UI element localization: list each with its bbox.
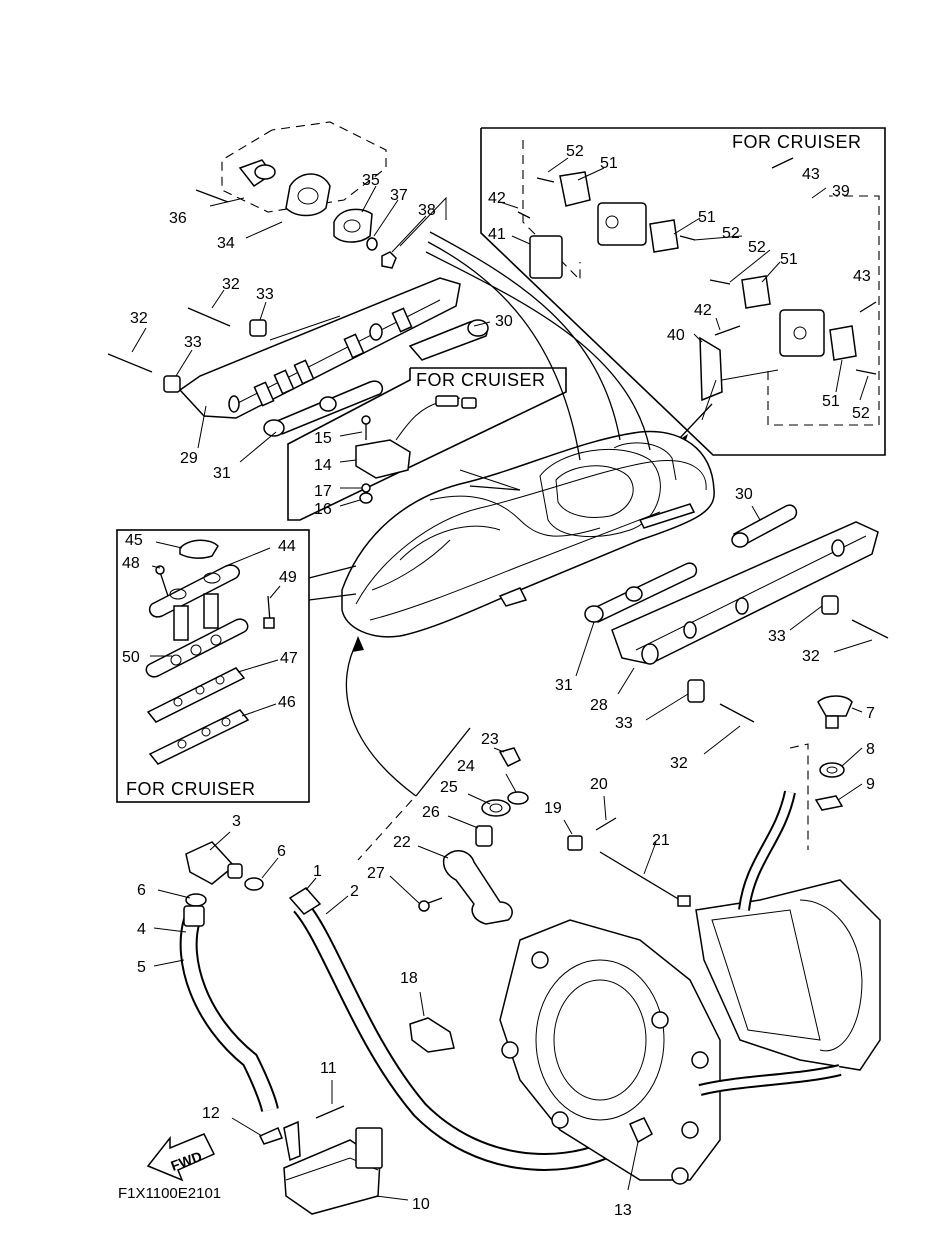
- callout: 29: [180, 450, 198, 467]
- hose-group: FWD: [146, 831, 610, 1215]
- callout: 51: [822, 393, 840, 410]
- callout: 13: [614, 1202, 632, 1219]
- callout: 37: [390, 187, 408, 204]
- callout: 10: [412, 1196, 430, 1213]
- callout: 52: [722, 225, 740, 242]
- callout-numbers: 1 2 3 4 5 6 6 7 8 9 10 11 12 13 14 15 16…: [122, 143, 875, 1219]
- callout: 12: [202, 1105, 220, 1122]
- cruiser-handle-caption: FOR CRUISER: [732, 132, 862, 152]
- cruiser-cover-group: FOR CRUISER: [287, 367, 567, 521]
- watercraft-hull: [341, 231, 715, 638]
- jet-pump-group: [499, 695, 881, 1191]
- callout: 43: [853, 268, 871, 285]
- diagram-code: F1X1100E2101: [118, 1185, 221, 1202]
- callout: 15: [314, 430, 332, 447]
- callout: 47: [280, 650, 298, 667]
- callout: 11: [320, 1060, 337, 1077]
- cruiser-cover-caption: FOR CRUISER: [416, 370, 546, 390]
- callout: 51: [780, 251, 798, 268]
- rail-cover-right-group: [575, 504, 889, 755]
- callout: 18: [400, 970, 418, 987]
- callout: 52: [852, 405, 870, 422]
- callout: 50: [122, 649, 140, 666]
- callout: 49: [279, 569, 297, 586]
- callout: 46: [278, 694, 296, 711]
- callout: 20: [590, 776, 608, 793]
- callout: 4: [137, 921, 146, 938]
- callout: 26: [422, 804, 440, 821]
- callout: 6: [277, 843, 286, 860]
- callout: 52: [748, 239, 766, 256]
- callout: 32: [130, 310, 148, 327]
- callout: 30: [495, 313, 513, 330]
- callout: 14: [314, 457, 332, 474]
- callout: 5: [137, 959, 146, 976]
- callout: 28: [590, 697, 608, 714]
- callout: 27: [367, 865, 385, 882]
- callout: 43: [802, 166, 820, 183]
- callout: 33: [184, 334, 202, 351]
- callout: 48: [122, 555, 140, 572]
- cruiser-handle-group: FOR CRUISER: [480, 127, 886, 456]
- callout: 33: [256, 286, 274, 303]
- callout: 25: [440, 779, 458, 796]
- callout: 1: [313, 863, 322, 880]
- hook-group: [389, 747, 691, 1053]
- callout: 40: [667, 327, 685, 344]
- callout: 52: [566, 143, 584, 160]
- callout: 24: [457, 758, 475, 775]
- callout: 42: [488, 190, 506, 207]
- callout: 38: [418, 202, 436, 219]
- callout: 42: [694, 302, 712, 319]
- callout: 33: [768, 628, 786, 645]
- callout: 22: [393, 834, 411, 851]
- callout: 34: [217, 235, 235, 252]
- callout: 6: [137, 882, 146, 899]
- callout: 32: [670, 755, 688, 772]
- callout: 16: [314, 501, 332, 518]
- callout: 51: [600, 155, 618, 172]
- callout: 17: [314, 483, 332, 500]
- callout: 21: [652, 832, 670, 849]
- callout: 23: [481, 731, 499, 748]
- callout: 31: [213, 465, 231, 482]
- callout: 3: [232, 813, 241, 830]
- cruiser-cleat-group: FOR CRUISER: [116, 529, 357, 803]
- callout: 41: [488, 226, 506, 243]
- callout: 51: [698, 209, 716, 226]
- callout: 8: [866, 741, 875, 758]
- callout: 31: [555, 677, 573, 694]
- callout: 2: [350, 883, 359, 900]
- callout: 44: [278, 538, 296, 555]
- callout: 36: [169, 210, 187, 227]
- callout: 30: [735, 486, 753, 503]
- cruiser-cleat-caption: FOR CRUISER: [126, 779, 256, 799]
- callout: 35: [362, 172, 380, 189]
- callout: 9: [866, 776, 875, 793]
- callout: 19: [544, 800, 562, 817]
- callout: 33: [615, 715, 633, 732]
- grab-cover-group: [195, 121, 447, 269]
- callout: 45: [125, 532, 143, 549]
- rail-cover-left-group: [107, 277, 491, 463]
- callout: 32: [222, 276, 240, 293]
- callout: 39: [832, 183, 850, 200]
- callout: 32: [802, 648, 820, 665]
- callout: 7: [866, 705, 875, 722]
